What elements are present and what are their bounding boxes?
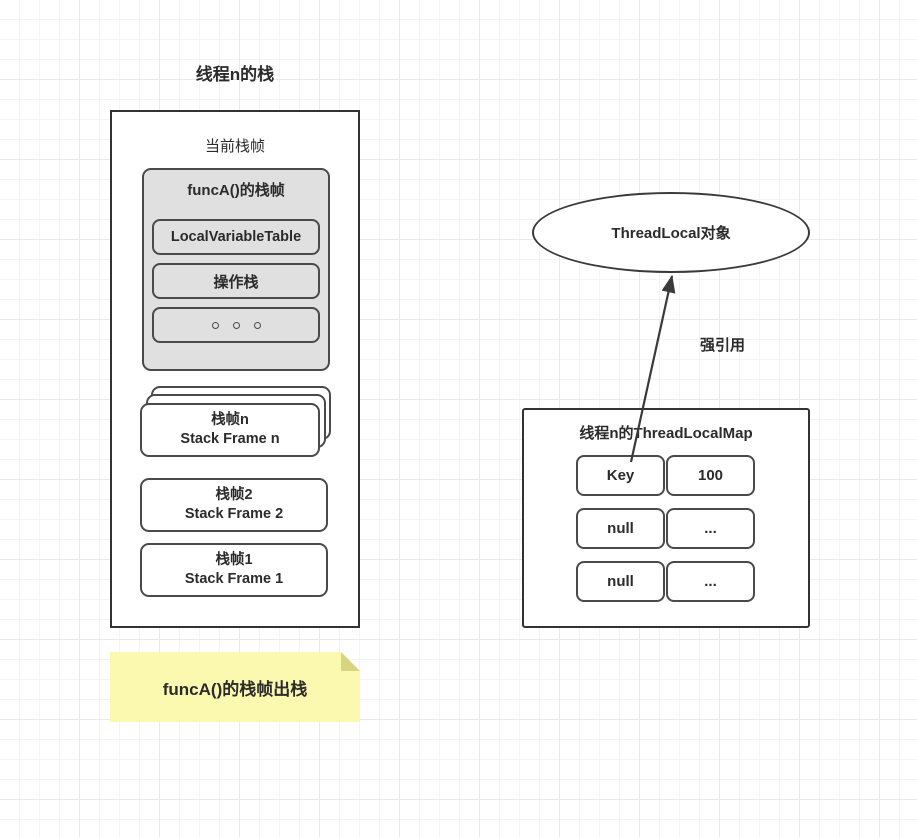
- funca-frame-title: funcA()的栈帧: [187, 182, 285, 199]
- three-dots-icon: [211, 321, 261, 329]
- stack-frame-n-label-cn: 栈帧n: [211, 412, 249, 429]
- stack-frame-1-label-cn: 栈帧1: [215, 552, 253, 569]
- threadlocalmap-title: 线程n的ThreadLocalMap: [579, 425, 753, 442]
- map-entry-value-cell: 100: [666, 455, 755, 496]
- map-entry-value-cell: ...: [666, 561, 755, 602]
- sticky-note-paper: [110, 652, 360, 722]
- stack-frame-n-label: 栈帧n Stack Frame n: [180, 411, 279, 449]
- map-entry-row: Key 100: [576, 455, 755, 496]
- thread-stack-title: 线程n的栈: [195, 65, 275, 84]
- stack-frame-2-box: 栈帧2 Stack Frame 2: [140, 478, 328, 532]
- stack-frame-1-label: 栈帧1 Stack Frame 1: [185, 551, 283, 589]
- local-variable-table-label: LocalVariableTable: [170, 229, 302, 245]
- stack-frame-1-label-en: Stack Frame 1: [184, 571, 284, 587]
- threadlocal-object-ellipse: ThreadLocal对象: [532, 192, 810, 273]
- threadlocal-object-label: ThreadLocal对象: [611, 225, 731, 242]
- map-entry-key-cell: null: [576, 561, 665, 602]
- strong-reference-label: 强引用: [700, 337, 746, 354]
- more-slots-slot: [152, 307, 320, 343]
- operand-stack-label: 操作栈: [213, 273, 259, 291]
- sticky-note-text: funcA()的栈帧出栈: [162, 679, 308, 699]
- map-entry-row: null ...: [576, 561, 755, 602]
- stack-frame-1-box: 栈帧1 Stack Frame 1: [140, 543, 328, 597]
- stack-frame-2-label: 栈帧2 Stack Frame 2: [185, 486, 283, 524]
- sticky-note: funcA()的栈帧出栈: [110, 652, 360, 722]
- stack-frame-n-card: 栈帧n Stack Frame n: [140, 403, 320, 457]
- operand-stack-slot: 操作栈: [152, 263, 320, 299]
- map-entry-key-cell: Key: [576, 455, 665, 496]
- local-variable-table-slot: LocalVariableTable: [152, 219, 320, 255]
- stack-frame-2-label-cn: 栈帧2: [215, 487, 253, 504]
- map-entry-row: null ...: [576, 508, 755, 549]
- stack-frame-2-label-en: Stack Frame 2: [184, 506, 284, 522]
- current-frame-title: 当前栈帧: [204, 138, 265, 155]
- map-entry-value-cell: ...: [666, 508, 755, 549]
- map-entry-key-cell: null: [576, 508, 665, 549]
- stack-frame-n-label-en: Stack Frame n: [180, 431, 280, 447]
